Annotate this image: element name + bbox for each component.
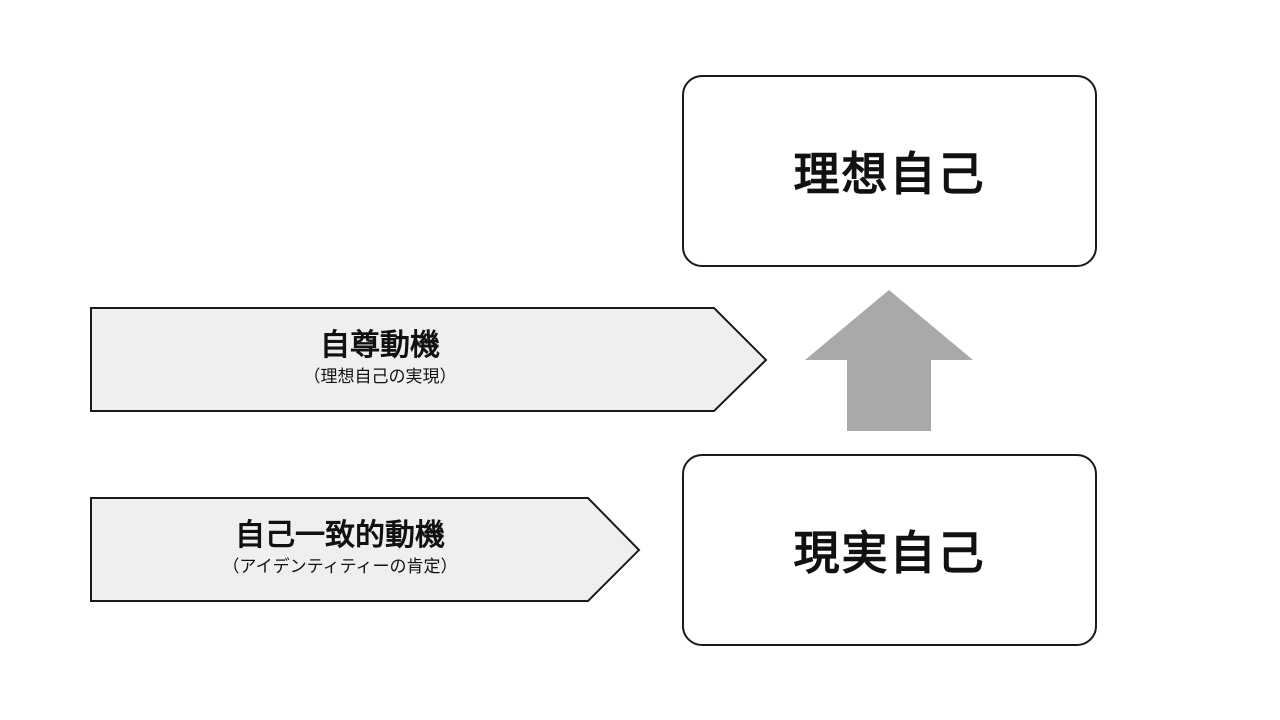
self-esteem-motive-title: 自尊動機 (320, 328, 440, 363)
ideal-self-box: 理想自己 (682, 75, 1097, 267)
self-consistency-motive-text: 自己一致的動機 （アイデンティティーの肯定） (90, 521, 590, 576)
self-consistency-motive-subtitle: （アイデンティティーの肯定） (222, 557, 458, 577)
self-consistency-motive-title: 自己一致的動機 (235, 518, 445, 553)
self-consistency-motive-arrow (90, 497, 641, 602)
self-esteem-motive-text: 自尊動機 （理想自己の実現） (90, 331, 670, 386)
actual-self-label: 現実自己 (793, 526, 986, 580)
arrow-up-icon (805, 290, 973, 431)
self-esteem-motive-subtitle: （理想自己の実現） (303, 367, 457, 387)
actual-self-box: 現実自己 (682, 454, 1097, 646)
ideal-self-label: 理想自己 (793, 147, 986, 201)
self-esteem-motive-arrow (90, 307, 768, 412)
